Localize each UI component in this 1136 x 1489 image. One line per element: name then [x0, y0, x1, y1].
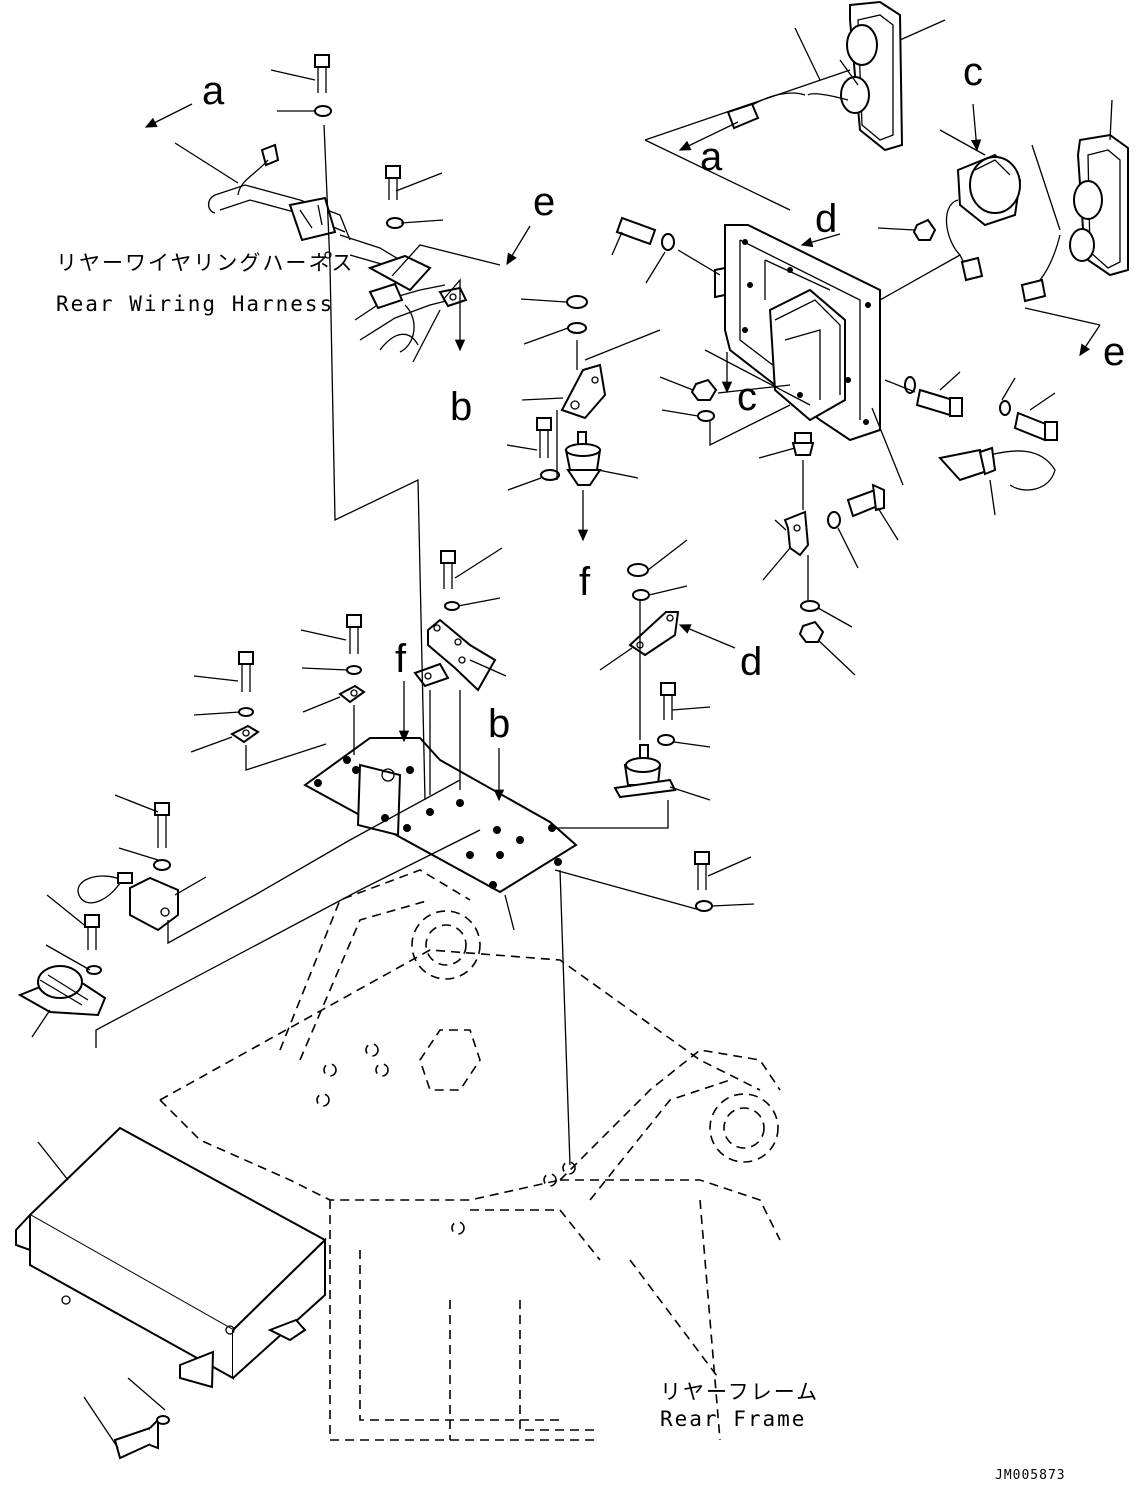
left-side-parts [17, 779, 481, 1048]
callout-f-upper: f [579, 560, 591, 604]
rear-wiring-harness-label-en: Rear Wiring Harness [56, 292, 334, 316]
rear-frame-drawing [159, 869, 781, 1441]
part-labels: リヤーワイヤリングハーネス Rear Wiring Harness リヤーフレー… [56, 251, 1066, 1483]
harness-bolt-stack [270, 54, 444, 801]
warning-lamp [877, 129, 1022, 282]
callout-c-upper: c [963, 50, 983, 94]
callout-d-lower: d [740, 640, 762, 684]
mount-bracket-d [554, 539, 755, 1166]
mounting-plate [303, 737, 578, 931]
callout-c-lower: c [737, 375, 757, 419]
lower-mount-assembly [758, 432, 899, 676]
drawing-id: JM005873 [995, 1468, 1066, 1483]
rear-wiring-harness-drawing [174, 142, 501, 363]
rear-wiring-harness-label-jp: リヤーワイヤリングハーネス [56, 251, 354, 275]
bracket-bolt-left [611, 216, 721, 284]
center-bolt-stack [190, 547, 507, 795]
tail-lamp-right [1020, 99, 1129, 357]
tail-lamp-left [644, 0, 946, 211]
right-bolt-pair [884, 371, 1058, 516]
callout-letters: a a b b c c d d e e f f [202, 50, 1125, 746]
rear-frame-label-en: Rear Frame [660, 1407, 806, 1431]
callout-e-left: e [533, 180, 555, 224]
callout-e-right: e [1103, 330, 1125, 374]
cover-box [15, 1126, 327, 1460]
callout-f-lower: f [395, 637, 407, 681]
callout-a-right: a [700, 135, 723, 179]
callout-b-upper: b [450, 385, 472, 429]
callout-b-lower: b [488, 702, 510, 746]
callout-d-upper: d [815, 197, 837, 241]
bracket-nuts [659, 376, 791, 447]
rear-frame-label-jp: リヤーフレーム [660, 1380, 819, 1404]
relay-bracket-assembly [506, 295, 661, 542]
callout-a-left: a [202, 69, 225, 113]
lamp-mounting-bracket [704, 224, 961, 486]
callout-arrows [144, 103, 982, 802]
